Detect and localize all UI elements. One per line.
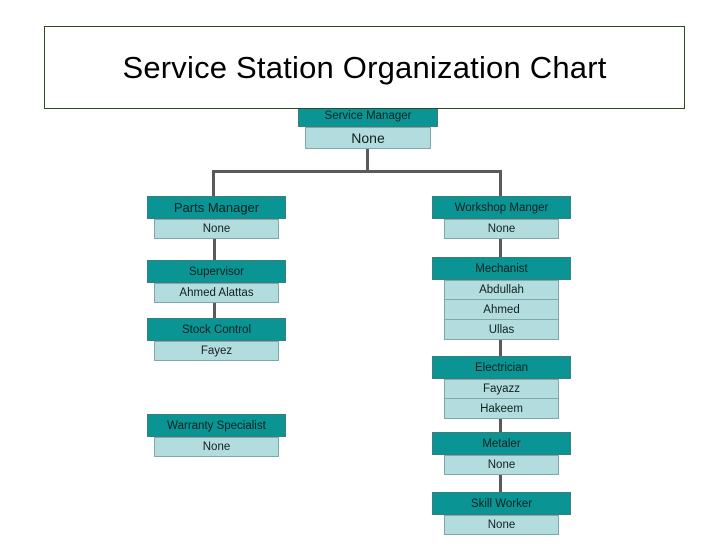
node-workshop-manger[interactable]: Workshop Manger None [432,196,571,239]
node-workshop-manger-names: None [444,219,559,239]
node-warranty-specialist[interactable]: Warranty Specialist None [147,414,286,457]
node-metaler-role: Metaler [432,432,571,455]
node-mechanist-names: Abdullah Ahmed Ullas [444,280,559,340]
node-skill-worker[interactable]: Skill Worker None [432,492,571,535]
connector-mechanist-to-electrician [499,336,502,357]
node-supervisor[interactable]: Supervisor Ahmed Alattas [147,260,286,303]
node-supervisor-names: Ahmed Alattas [154,283,279,303]
node-metaler-names: None [444,455,559,475]
node-warranty-specialist-names: None [154,437,279,457]
node-electrician-names: Fayazz Hakeem [444,379,559,419]
node-warranty-specialist-name-1: None [154,437,279,457]
node-parts-manager-name-1: None [154,219,279,239]
node-service-manager[interactable]: Service Manager None [298,104,438,149]
node-mechanist-name-2: Ahmed [444,300,559,320]
node-mechanist-role: Mechanist [432,257,571,280]
node-stock-control-names: Fayez [154,341,279,361]
node-metaler[interactable]: Metaler None [432,432,571,475]
chart-title-box: Service Station Organization Chart [44,26,685,109]
node-mechanist[interactable]: Mechanist Abdullah Ahmed Ullas [432,257,571,340]
connector-metaler-to-skill-worker [499,473,502,493]
node-electrician-name-2: Hakeem [444,399,559,419]
connector-to-parts-manager [212,170,215,198]
node-supervisor-name-1: Ahmed Alattas [154,283,279,303]
node-warranty-specialist-role: Warranty Specialist [147,414,286,437]
node-electrician-name-1: Fayazz [444,379,559,399]
connector-parts-to-supervisor [213,237,216,261]
connector-split-bar [212,170,502,173]
connector-to-workshop-manger [499,170,502,198]
node-skill-worker-names: None [444,515,559,535]
node-supervisor-role: Supervisor [147,260,286,283]
connector-supervisor-to-stock-control [213,300,216,318]
node-electrician[interactable]: Electrician Fayazz Hakeem [432,356,571,419]
connector-root-down [366,145,369,171]
node-metaler-name-1: None [444,455,559,475]
node-mechanist-name-1: Abdullah [444,280,559,300]
node-workshop-manger-name-1: None [444,219,559,239]
node-parts-manager-role: Parts Manager [147,196,286,219]
node-skill-worker-role: Skill Worker [432,492,571,515]
node-service-manager-name-1: None [305,127,431,149]
page-title: Service Station Organization Chart [122,49,607,85]
node-workshop-manger-role: Workshop Manger [432,196,571,219]
node-service-manager-names: None [305,127,431,149]
connector-workshop-to-mechanist [499,237,502,258]
node-parts-manager[interactable]: Parts Manager None [147,196,286,239]
node-mechanist-name-3: Ullas [444,320,559,340]
connector-electrician-to-metaler [499,417,502,434]
node-parts-manager-names: None [154,219,279,239]
node-stock-control-role: Stock Control [147,318,286,341]
node-skill-worker-name-1: None [444,515,559,535]
node-stock-control[interactable]: Stock Control Fayez [147,318,286,361]
node-stock-control-name-1: Fayez [154,341,279,361]
node-electrician-role: Electrician [432,356,571,379]
